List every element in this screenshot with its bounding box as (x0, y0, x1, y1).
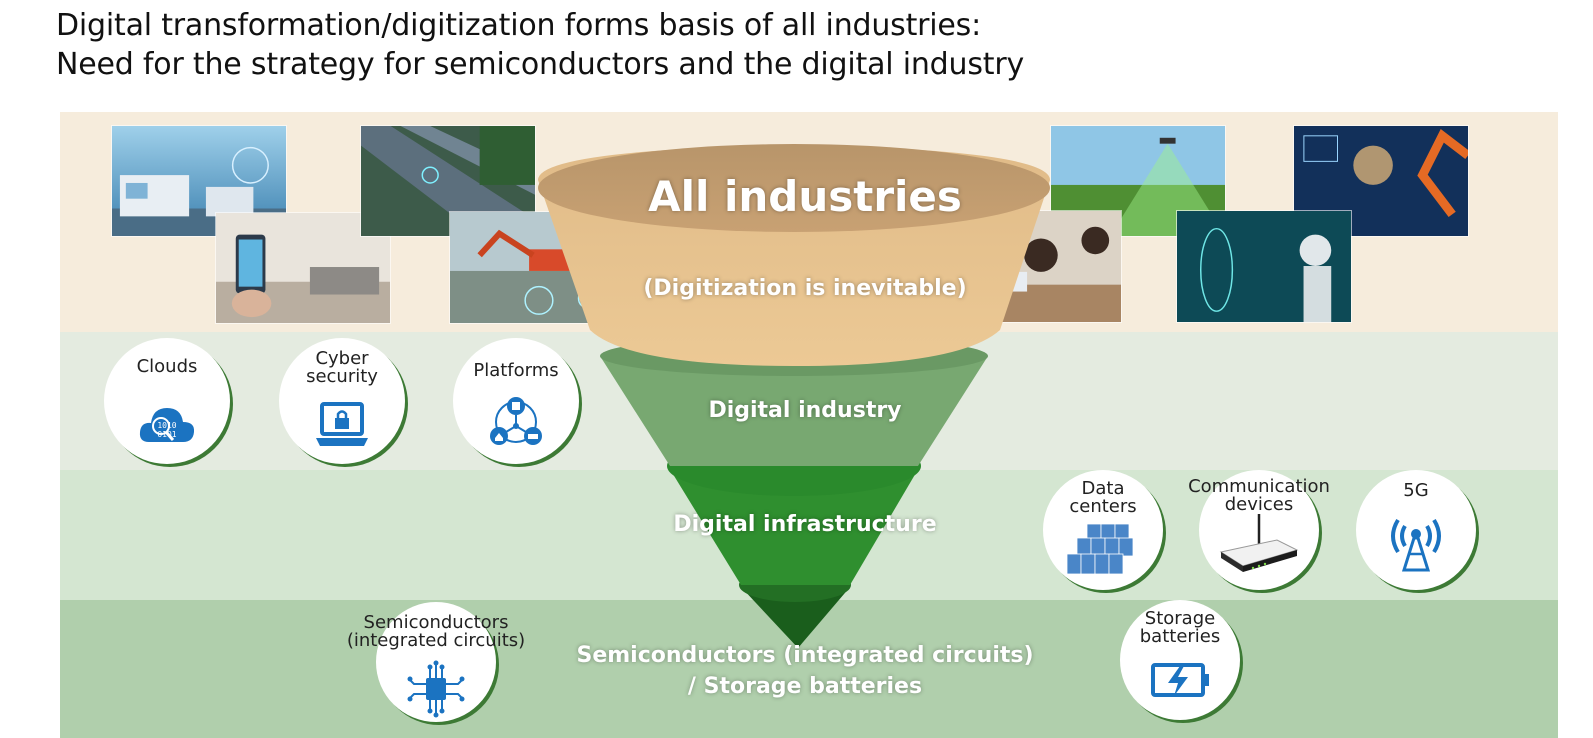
data-centers-label: Data centers (1013, 480, 1193, 516)
circle-cyber-security: Cyber security (279, 338, 405, 464)
communication-devices-label: Communication devices (1169, 478, 1349, 514)
semiconductors-label-line-2: (integrated circuits) (346, 630, 526, 651)
circle-5g: 5G (1356, 470, 1476, 590)
battery-charge-icon (1150, 660, 1212, 700)
cloud-data-icon: 1010 0101 (137, 396, 197, 452)
title-line-2: Need for the strategy for semiconductors… (56, 47, 1025, 82)
circle-storage-batteries: Storage batteries (1120, 600, 1240, 720)
svg-text:1010: 1010 (157, 421, 176, 430)
communication-devices-label-line-1: Communication (1188, 476, 1330, 497)
photo-children-tablets (946, 210, 1122, 323)
circle-platforms: Platforms (453, 338, 579, 464)
storage-batteries-label-line-2: batteries (1139, 626, 1221, 647)
label-all-industries: All industries (648, 172, 962, 221)
semiconductors-label: Semiconductors (integrated circuits) (346, 614, 526, 650)
clouds-label: Clouds (136, 356, 198, 377)
photo-medical-vr (1176, 210, 1352, 323)
data-centers-label-line-1: Data (1081, 478, 1125, 499)
5g-label: 5G (1403, 480, 1429, 501)
semiconductors-label-line-1: Semiconductors (363, 612, 509, 633)
label-digitization-inevitable: (Digitization is inevitable) (643, 276, 967, 301)
storage-batteries-label-line-1: Storage (1144, 608, 1216, 629)
circle-data-centers: Data centers (1043, 470, 1163, 590)
circle-clouds: Clouds 1010 0101 (104, 338, 230, 464)
network-platform-icon (486, 396, 546, 452)
label-semiconductors-batteries: Semiconductors (integrated circuits) / S… (560, 640, 1050, 702)
communication-devices-label-line-2: devices (1224, 494, 1294, 515)
antenna-tower-icon (1384, 510, 1448, 572)
page-title: Digital transformation/digitization form… (56, 6, 1024, 84)
platforms-label: Platforms (473, 360, 559, 381)
laptop-lock-icon (312, 396, 372, 452)
label-semiconductors-line-1: Semiconductors (integrated circuits) (576, 643, 1034, 668)
cyber-security-label-line-1: Cyber (315, 348, 369, 369)
storage-batteries-label: Storage batteries (1090, 610, 1270, 646)
title-line-1: Digital transformation/digitization form… (56, 8, 982, 43)
server-rack-icon (1065, 522, 1137, 578)
cyber-security-label-line-2: security (306, 366, 378, 387)
label-semiconductors-line-2: / Storage batteries (687, 674, 923, 699)
data-centers-label-line-2: centers (1069, 496, 1137, 517)
label-digital-industry: Digital industry (708, 398, 902, 423)
router-icon (1217, 512, 1301, 578)
label-digital-infrastructure: Digital infrastructure (673, 512, 937, 537)
chip-icon (406, 660, 466, 718)
photo-construction-excavator (449, 211, 625, 324)
circle-semiconductors: Semiconductors (integrated circuits) (347, 602, 525, 722)
circle-communication-devices: Communication devices (1188, 470, 1330, 590)
photo-smart-home-phone (215, 212, 391, 324)
cyber-security-label: Cyber security (249, 350, 435, 386)
